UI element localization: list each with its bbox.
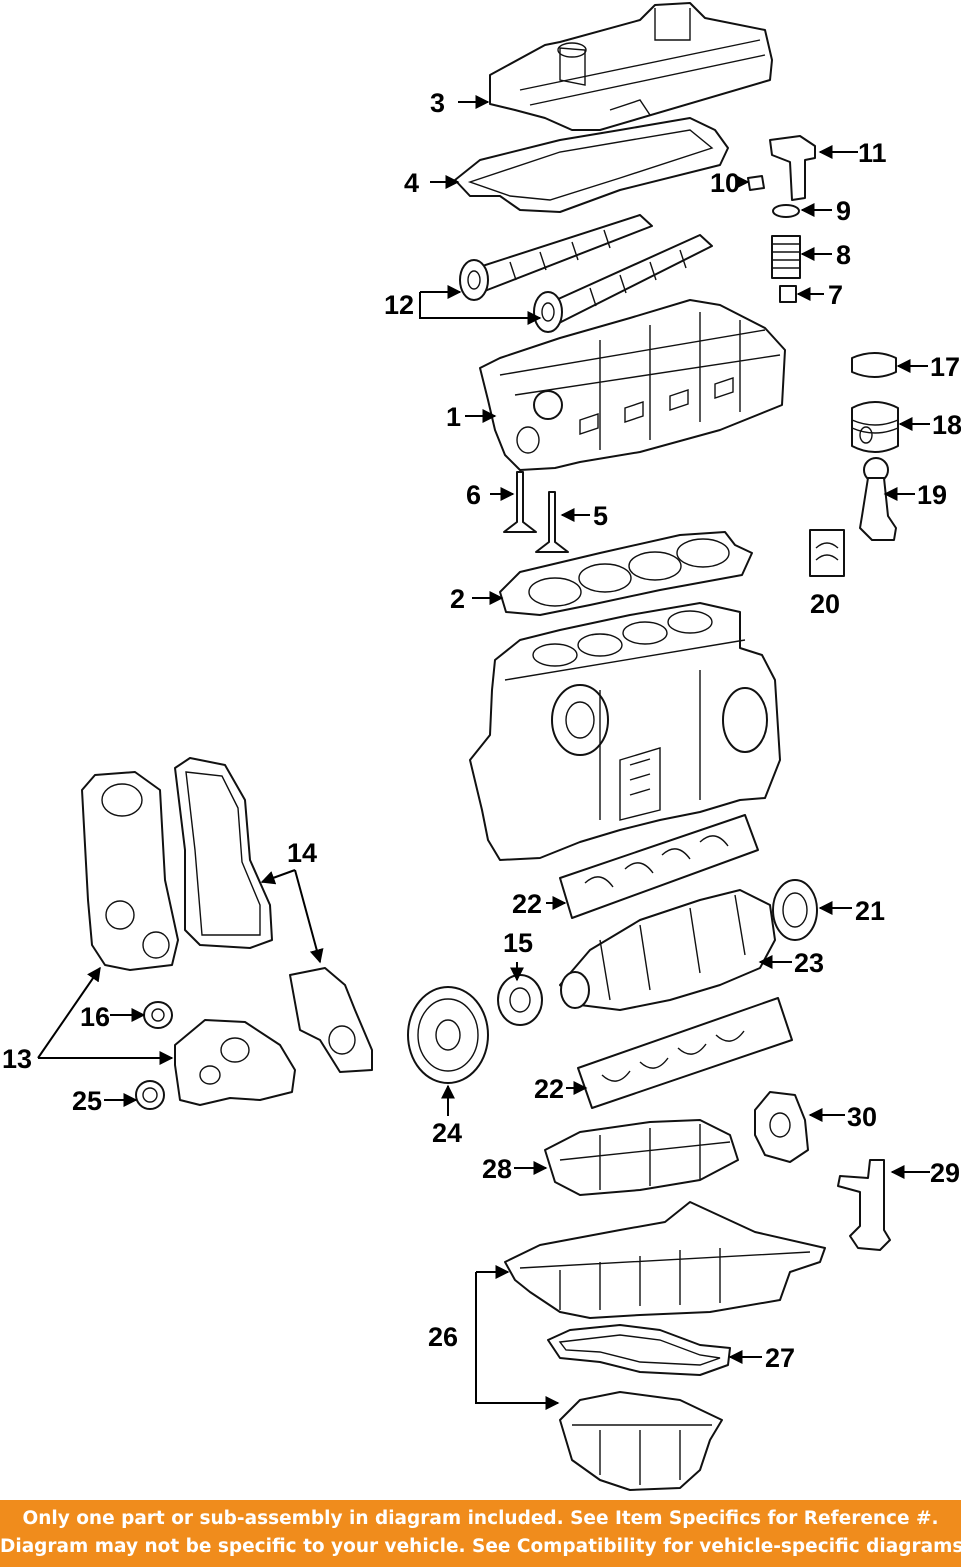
- crank-pulley: [407, 986, 489, 1084]
- callout-30: 30: [847, 1102, 877, 1132]
- callout-28: 28: [482, 1154, 512, 1184]
- main-bearings-lower: [577, 997, 793, 1109]
- callout-9: 9: [836, 196, 851, 226]
- rear-main-seal: [772, 879, 818, 941]
- piston-assembly: [809, 352, 899, 577]
- callout-12: 12: [384, 290, 414, 320]
- callout-5: 5: [593, 501, 608, 531]
- water-pump-gasket: [289, 967, 373, 1073]
- upper-oil-pan: [504, 1201, 826, 1319]
- callout-8: 8: [836, 240, 851, 270]
- callout-1: 1: [446, 402, 461, 432]
- callout-labels: 3 4 12 10 11 9 8 7 1 6 5 2 17 18 19 20 2…: [2, 88, 961, 1373]
- leader-lines: [37, 95, 930, 1410]
- lower-oil-pan: [559, 1391, 723, 1491]
- crank-sprocket: [497, 974, 543, 1026]
- callout-22-upper: 22: [512, 889, 542, 919]
- callout-14: 14: [287, 838, 317, 868]
- timing-cover: [81, 771, 179, 971]
- cylinder-head: [479, 299, 786, 471]
- timing-cover-gasket: [174, 757, 273, 949]
- callout-25: 25: [72, 1086, 102, 1116]
- callout-19: 19: [917, 480, 947, 510]
- disclaimer-line-1: Only one part or sub-assembly in diagram…: [22, 1508, 939, 1529]
- callout-6: 6: [466, 480, 481, 510]
- engine-exploded-diagram: 3 4 12 10 11 9 8 7 1 6 5 2 17 18 19 20 2…: [2, 2, 961, 1491]
- oil-pump: [754, 1091, 809, 1163]
- lower-timing-cover: [174, 1019, 296, 1106]
- callout-7: 7: [828, 280, 843, 310]
- callout-29: 29: [930, 1158, 960, 1188]
- callout-20: 20: [810, 589, 840, 619]
- oil-pickup-tube: [837, 1159, 891, 1251]
- oil-baffle: [544, 1119, 739, 1196]
- disclaimer-footer: Only one part or sub-assembly in diagram…: [0, 1500, 961, 1567]
- valves: [503, 471, 569, 553]
- camshafts: [459, 214, 713, 333]
- callout-15: 15: [503, 928, 533, 958]
- front-seal: [135, 1080, 165, 1110]
- crankshaft: [559, 889, 776, 1011]
- valve-cover-gasket: [454, 117, 729, 213]
- callout-13: 13: [2, 1044, 32, 1074]
- tensioner: [143, 1001, 173, 1029]
- callout-22-lower: 22: [534, 1074, 564, 1104]
- callout-16: 16: [80, 1002, 110, 1032]
- callout-2: 2: [450, 584, 465, 614]
- valve-cover: [489, 2, 773, 131]
- callout-21: 21: [855, 896, 885, 926]
- callout-17: 17: [930, 352, 960, 382]
- callout-26: 26: [428, 1322, 458, 1352]
- callout-18: 18: [932, 410, 961, 440]
- callout-4: 4: [404, 168, 419, 198]
- oil-pan-gasket: [547, 1324, 731, 1376]
- callout-10: 10: [710, 168, 740, 198]
- callout-24: 24: [432, 1118, 462, 1148]
- engine-block: [469, 602, 781, 861]
- disclaimer-line-2: Diagram may not be specific to your vehi…: [0, 1536, 961, 1557]
- callout-3: 3: [430, 88, 445, 118]
- callout-27: 27: [765, 1343, 795, 1373]
- head-gasket: [499, 531, 753, 616]
- callout-11: 11: [858, 138, 887, 168]
- valve-train-small-parts: [747, 135, 816, 303]
- main-bearings-upper: [559, 814, 759, 919]
- callout-23: 23: [794, 948, 824, 978]
